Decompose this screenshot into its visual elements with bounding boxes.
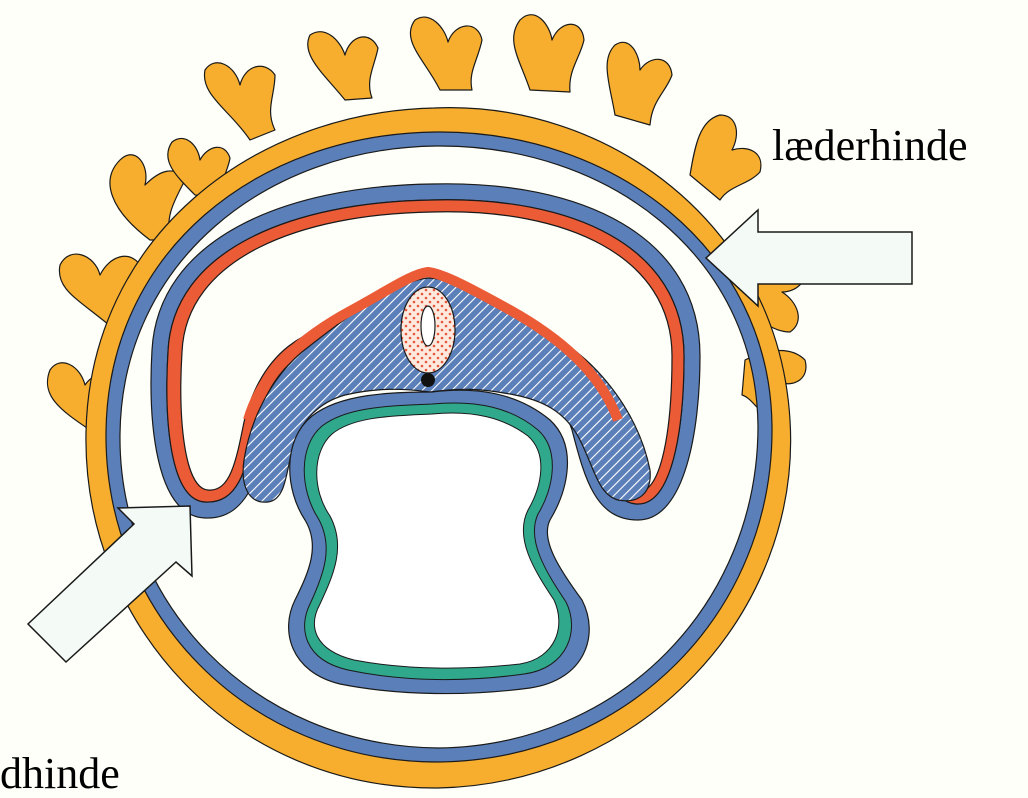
notochord [421,373,435,387]
amnion-label: ndhinde [0,752,120,796]
yolk-sac-cavity [314,413,558,668]
neural-canal [421,306,435,346]
chorion-label: læderhinde [772,124,968,168]
